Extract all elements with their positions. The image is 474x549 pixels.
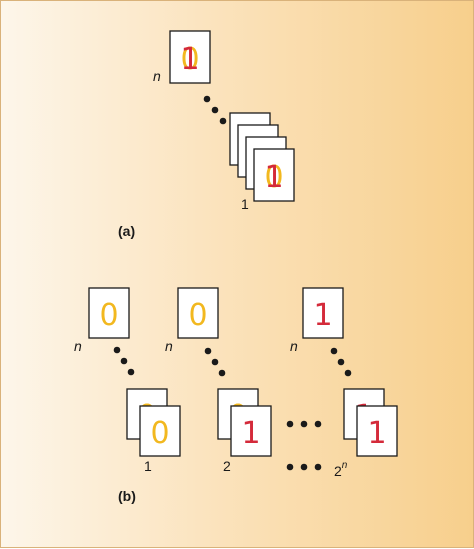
top-label: n: [290, 338, 298, 354]
top-card: [302, 287, 344, 339]
branch-2: 0 n 0 1 2: [165, 287, 272, 474]
branch-1: 0 n 0 0 1: [74, 287, 181, 474]
dot: [219, 117, 227, 125]
dot: [113, 346, 121, 354]
superposed-digit-0: 0: [264, 160, 283, 195]
stack-card: 0 1: [253, 148, 295, 202]
bottom-front-digit: 0: [150, 416, 169, 451]
dot: [337, 358, 345, 366]
top-digit: 0: [188, 298, 207, 333]
panel-b-label: (b): [118, 488, 136, 504]
bottom-front-digit: 1: [367, 416, 386, 451]
top-label: n: [165, 338, 173, 354]
dot: [203, 95, 211, 103]
bottom-front-card: [139, 405, 181, 457]
bottom-front-digit: 1: [241, 416, 260, 451]
dot: [211, 106, 219, 114]
top-label: n: [74, 338, 82, 354]
top-card: [88, 287, 130, 339]
panel-a-card-stack: 0 1 0 1 0 1 0 1: [229, 112, 295, 202]
dot: [344, 369, 352, 377]
ellipsis-upper: [286, 420, 322, 428]
panel-a-label: (a): [118, 223, 135, 239]
bottom-front-card: [230, 405, 272, 457]
panel-a: 0 1 n 0 1 0 1 0 1: [118, 30, 295, 239]
panel-a-top-card: 0 1: [169, 30, 211, 84]
dot: [218, 369, 226, 377]
panel-a-top-label: n: [153, 68, 161, 84]
index-label: 2: [223, 458, 231, 474]
top-digit: 0: [99, 298, 118, 333]
dot: [330, 347, 338, 355]
superposed-digit-1: 1: [180, 42, 199, 77]
superposed-digit-1: 1: [264, 160, 283, 195]
index-base: 2: [334, 463, 342, 479]
top-digit: 1: [313, 298, 332, 333]
card: [169, 30, 211, 84]
dot: [120, 357, 128, 365]
bottom-front-card: [356, 405, 398, 457]
top-card: [177, 287, 219, 339]
branch-3: 1 n 1 1 2n: [290, 287, 398, 479]
dot: [127, 368, 135, 376]
panel-b: 0 n 0 0 1 0 n 0 1 2: [74, 287, 398, 504]
dot: [211, 358, 219, 366]
ellipsis-lower: [286, 463, 322, 471]
superposed-digit-0: 0: [180, 42, 199, 77]
index-label: 1: [144, 458, 152, 474]
panel-a-bottom-label: 1: [241, 196, 249, 212]
panel-a-dots: [203, 95, 227, 125]
dot: [204, 347, 212, 355]
index-exponent: n: [342, 460, 348, 471]
index-label: 2n: [334, 460, 348, 479]
